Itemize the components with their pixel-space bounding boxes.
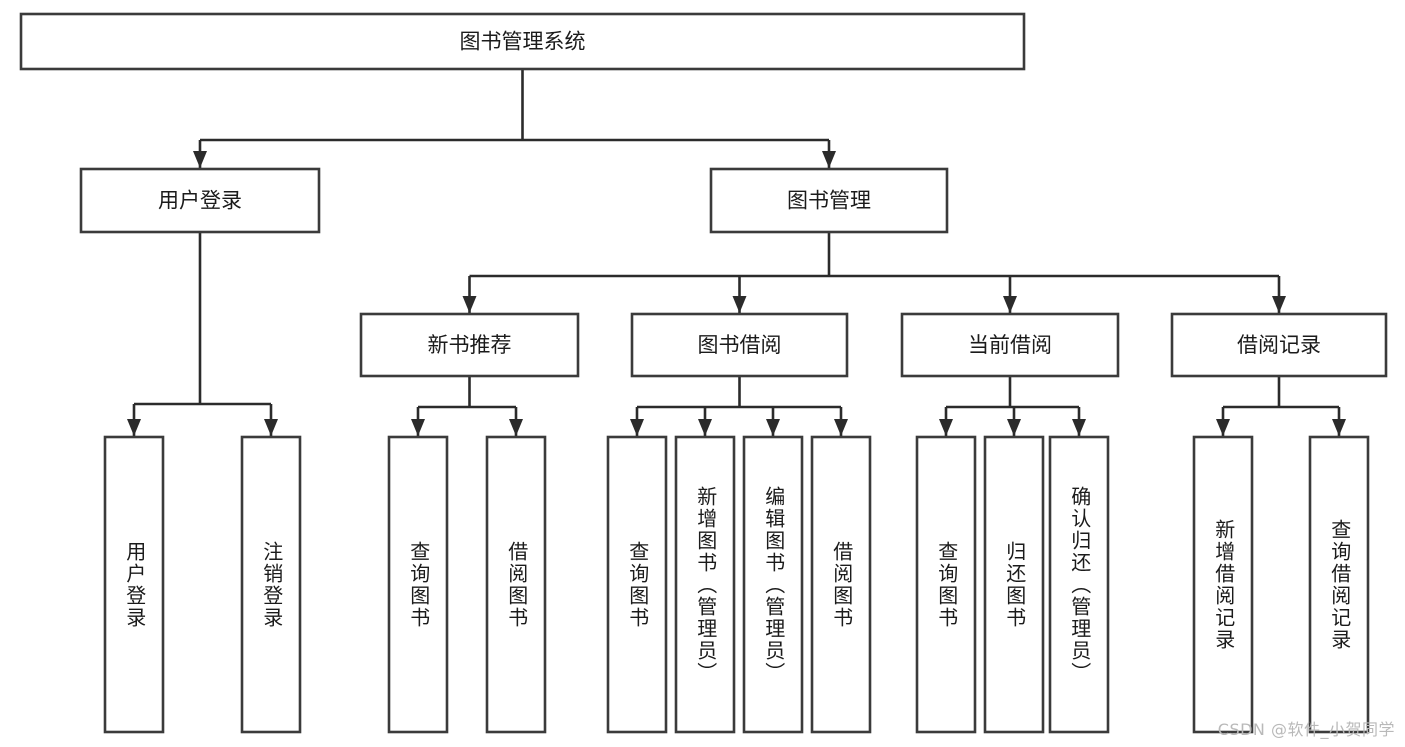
node-box-leaf-confirm-return-admin[interactable] bbox=[1048, 435, 1110, 734]
node-box-leaf-logout[interactable] bbox=[240, 435, 302, 734]
node-box-leaf-add-book-admin[interactable] bbox=[674, 435, 736, 734]
arrow-head-icon bbox=[264, 419, 278, 436]
connector-layer bbox=[127, 69, 1346, 436]
node-box-leaf-query-book-recommend[interactable] bbox=[387, 435, 449, 734]
node-box-leaf-user-login[interactable] bbox=[103, 435, 165, 734]
node-box-leaf-borrow-book[interactable] bbox=[810, 435, 872, 734]
node-label-book-borrow: 图书借阅 bbox=[698, 333, 782, 357]
node-box-leaf-borrow-book-recommend[interactable] bbox=[485, 435, 547, 734]
node-box-leaf-add-borrow-record[interactable] bbox=[1192, 435, 1254, 734]
node-box-leaf-query-borrow-record[interactable] bbox=[1308, 435, 1370, 734]
arrow-head-icon bbox=[411, 419, 425, 436]
node-label-user-login: 用户登录 bbox=[158, 189, 242, 213]
arrow-head-icon bbox=[462, 296, 477, 313]
node-box-root[interactable] bbox=[19, 12, 1026, 71]
node-box-layer bbox=[19, 12, 1388, 734]
arrow-head-icon bbox=[1007, 419, 1021, 436]
arrow-head-icon bbox=[630, 419, 644, 436]
node-label-book-manage: 图书管理 bbox=[787, 189, 871, 213]
node-box-book-manage[interactable] bbox=[709, 167, 949, 234]
arrow-head-icon bbox=[822, 151, 836, 168]
arrow-head-icon bbox=[1216, 419, 1230, 436]
node-box-user-login[interactable] bbox=[79, 167, 321, 234]
node-box-leaf-query-book-borrow[interactable] bbox=[606, 435, 668, 734]
node-box-leaf-query-book-current[interactable] bbox=[915, 435, 977, 734]
arrow-head-icon bbox=[766, 419, 780, 436]
arrow-head-icon bbox=[1272, 296, 1286, 313]
node-box-current-borrow[interactable] bbox=[900, 312, 1120, 378]
arrow-head-icon bbox=[834, 419, 848, 436]
node-box-borrow-record[interactable] bbox=[1170, 312, 1388, 378]
arrow-head-icon bbox=[127, 419, 141, 436]
node-box-book-borrow[interactable] bbox=[630, 312, 849, 378]
arrow-head-icon bbox=[698, 419, 712, 436]
csdn-watermark: CSDN @软件_小贺同学 bbox=[1217, 720, 1395, 739]
arrow-head-icon bbox=[1332, 419, 1346, 436]
arrow-head-icon bbox=[193, 151, 207, 168]
node-label-root: 图书管理系统 bbox=[460, 30, 586, 54]
arrow-head-icon bbox=[1003, 296, 1017, 313]
node-label-borrow-record: 借阅记录 bbox=[1237, 333, 1321, 357]
node-box-new-book-recommend[interactable] bbox=[359, 312, 580, 378]
node-box-leaf-return-book[interactable] bbox=[983, 435, 1045, 734]
arrow-head-icon bbox=[1072, 419, 1086, 436]
arrow-head-icon bbox=[939, 419, 953, 436]
arrow-head-icon bbox=[732, 296, 747, 313]
arrow-head-icon bbox=[509, 419, 523, 436]
node-box-leaf-edit-book-admin[interactable] bbox=[742, 435, 804, 734]
node-label-current-borrow: 当前借阅 bbox=[968, 333, 1052, 357]
node-label-new-book-recommend: 新书推荐 bbox=[428, 333, 512, 357]
